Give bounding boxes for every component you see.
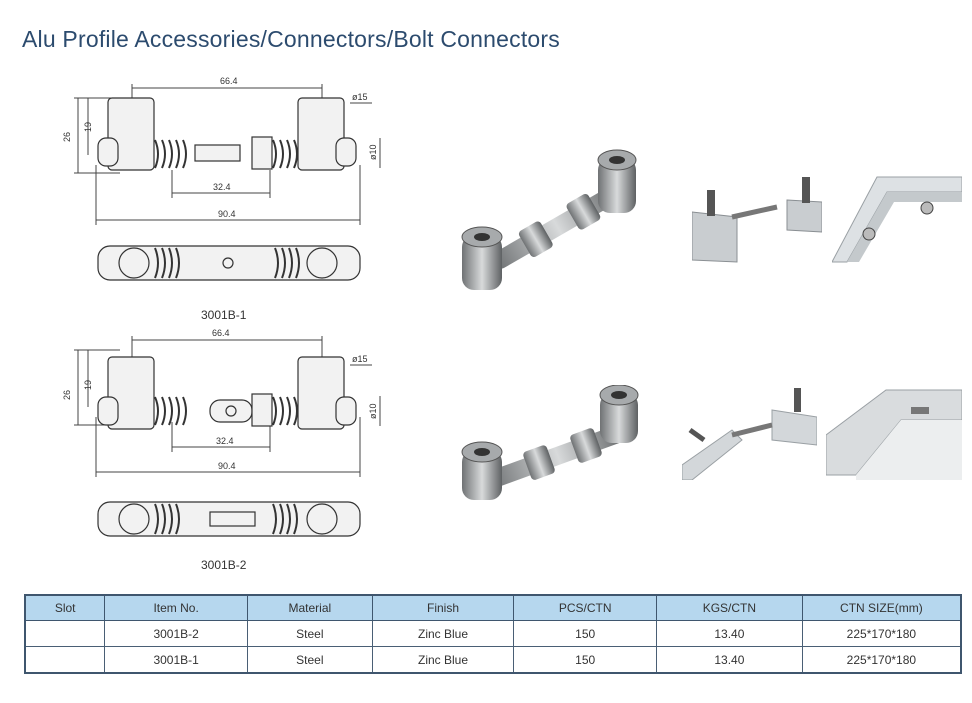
cell-slot (24, 646, 106, 674)
cell-item-no: 3001B-2 (104, 620, 248, 647)
installation-photo-2 (832, 172, 962, 267)
technical-drawing-3001b-2: 66.4 ø15 26 19 ø10 32.4 90.4 (62, 328, 381, 537)
cell-kgs-ctn: 13.40 (656, 646, 803, 674)
installation-photo-1 (692, 172, 822, 267)
col-header-finish: Finish (371, 594, 515, 621)
dim-height-inner: 19 (83, 122, 93, 132)
col-header-ctn-size: CTN SIZE(mm) (801, 594, 962, 621)
dim-height-outer: 26 (62, 132, 72, 142)
col-header-material: Material (246, 594, 373, 621)
page-title: Alu Profile Accessories/Connectors/Bolt … (22, 26, 560, 52)
dim-dia-side: ø10 (368, 144, 378, 160)
cell-ctn-size: 225*170*180 (801, 646, 962, 674)
dim-inner-length: 32.4 (213, 182, 231, 192)
cell-material: Steel (246, 646, 373, 674)
cell-kgs-ctn: 13.40 (656, 620, 803, 647)
dim-total-length: 90.4 (218, 209, 236, 219)
cell-material: Steel (246, 620, 373, 647)
dim-inner-length: 32.4 (216, 436, 234, 446)
table-row: 3001B-2 Steel Zinc Blue 150 13.40 225*17… (24, 620, 962, 647)
product-photo-3001b-2 (461, 385, 639, 500)
technical-drawing-3001b-1: 66.4 ø15 26 19 ø10 32.4 90.4 (62, 76, 381, 281)
table-row: 3001B-1 Steel Zinc Blue 150 13.40 225*17… (24, 646, 962, 674)
col-header-item-no: Item No. (104, 594, 248, 621)
cell-finish: Zinc Blue (371, 646, 515, 674)
dim-dia-top: ø15 (352, 92, 368, 102)
table-header-row: Slot Item No. Material Finish PCS/CTN KG… (24, 594, 962, 621)
cell-ctn-size: 225*170*180 (801, 620, 962, 647)
spec-table: Slot Item No. Material Finish PCS/CTN KG… (24, 594, 962, 674)
dim-dia-side: ø10 (368, 403, 378, 419)
dim-total-length: 90.4 (218, 461, 236, 471)
dim-height-inner: 19 (83, 380, 93, 390)
cell-finish: Zinc Blue (371, 620, 515, 647)
dim-top: 66.4 (212, 328, 230, 338)
col-header-pcs-ctn: PCS/CTN (513, 594, 658, 621)
drawing-caption-3001b-2: 3001B-2 (201, 558, 247, 572)
product-photo-3001b-1 (461, 149, 637, 290)
dim-top: 66.4 (220, 76, 238, 86)
col-header-kgs-ctn: KGS/CTN (656, 594, 803, 621)
drawing-caption-3001b-1: 3001B-1 (201, 308, 247, 322)
dim-height-outer: 26 (62, 390, 72, 400)
cell-pcs-ctn: 150 (513, 620, 658, 647)
cell-slot (24, 620, 106, 647)
col-header-slot: Slot (24, 594, 106, 621)
cell-item-no: 3001B-1 (104, 646, 248, 674)
cell-pcs-ctn: 150 (513, 646, 658, 674)
dim-dia-top: ø15 (352, 354, 368, 364)
installation-photo-4 (826, 385, 962, 480)
installation-photo-3 (682, 385, 817, 480)
